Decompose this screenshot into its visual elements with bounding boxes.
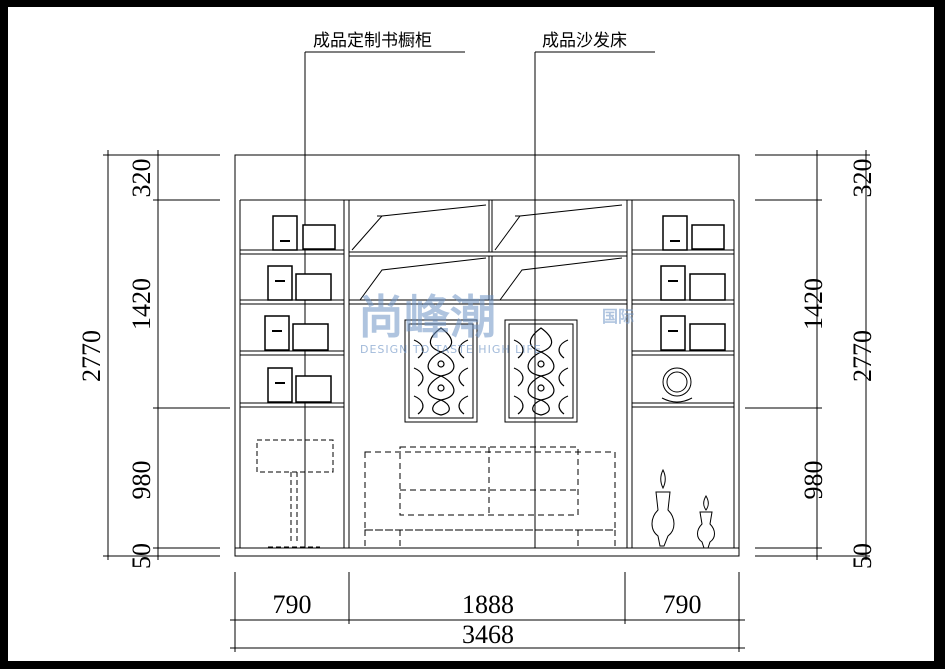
dim-width-total: 3468 — [462, 620, 514, 649]
watermark-main: 尚峰潮 — [358, 290, 496, 344]
dim-left-lower: 980 — [127, 461, 156, 500]
books-right — [660, 215, 726, 351]
dimension-lines-bottom — [230, 572, 745, 652]
books-left — [264, 215, 336, 403]
label-sofa-bed: 成品沙发床 — [542, 31, 627, 51]
carved-panel-right — [504, 319, 578, 423]
watermark-logo: 尚峰潮 国际 DESIGN TO TASTE HIGH LIFE — [358, 290, 634, 356]
floor-lamp — [256, 439, 334, 548]
round-mirror-ornament — [661, 367, 693, 404]
dim-left-bottom: 50 — [127, 543, 156, 569]
dim-right-top: 320 — [848, 159, 877, 198]
dimension-lines-right — [745, 150, 870, 560]
candle-ornaments — [651, 468, 715, 549]
label-bookcase: 成品定制书橱柜 — [313, 31, 432, 51]
dim-width-left: 790 — [273, 590, 312, 619]
dim-left-total: 2770 — [77, 330, 106, 382]
watermark-sub: DESIGN TO TASTE HIGH LIFE — [360, 343, 542, 356]
elevation-drawing: 尚峰潮 国际 DESIGN TO TASTE HIGH LIFE 成品定制书橱柜… — [77, 31, 877, 652]
sofa-bed — [364, 446, 616, 549]
dim-right-total: 2770 — [848, 330, 877, 382]
right-bookcase — [626, 199, 735, 548]
dim-width-center: 1888 — [462, 590, 514, 619]
dimension-lines-left — [103, 150, 230, 560]
carved-panel-left — [404, 319, 478, 423]
center-glass-shelves — [349, 199, 627, 305]
dim-right-bottom: 50 — [848, 543, 877, 569]
left-bookcase — [239, 199, 350, 548]
drawing-sheet: 尚峰潮 国际 DESIGN TO TASTE HIGH LIFE 成品定制书橱柜… — [8, 7, 934, 661]
dim-right-middle: 1420 — [799, 278, 828, 330]
dim-left-top: 320 — [127, 159, 156, 198]
dim-left-middle: 1420 — [127, 278, 156, 330]
dim-right-lower: 980 — [799, 461, 828, 500]
watermark-side: 国际 — [602, 307, 634, 326]
dim-width-right: 790 — [663, 590, 702, 619]
